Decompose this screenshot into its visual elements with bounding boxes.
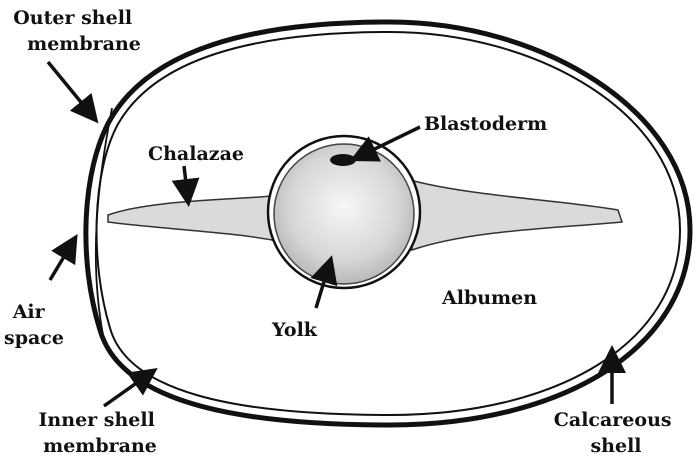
blastoderm-spot (330, 154, 356, 166)
inner-shell-membrane-arrow (104, 372, 152, 406)
label-outer-shell-membrane: Outer shell membrane (13, 7, 141, 55)
label-blastoderm: Blastoderm (424, 113, 547, 135)
label-inner-shell-membrane: Inner shell membrane (39, 409, 162, 457)
label-calcareous-shell: Calcareous shell (554, 409, 678, 457)
yolk (268, 136, 420, 288)
label-air-space: Air space (4, 301, 64, 349)
outer-shell-membrane-arrow (48, 62, 94, 118)
air-space-arrow (50, 240, 74, 280)
label-chalazae: Chalazae (148, 143, 244, 165)
label-albumen: Albumen (441, 287, 537, 309)
label-yolk: Yolk (271, 319, 318, 341)
